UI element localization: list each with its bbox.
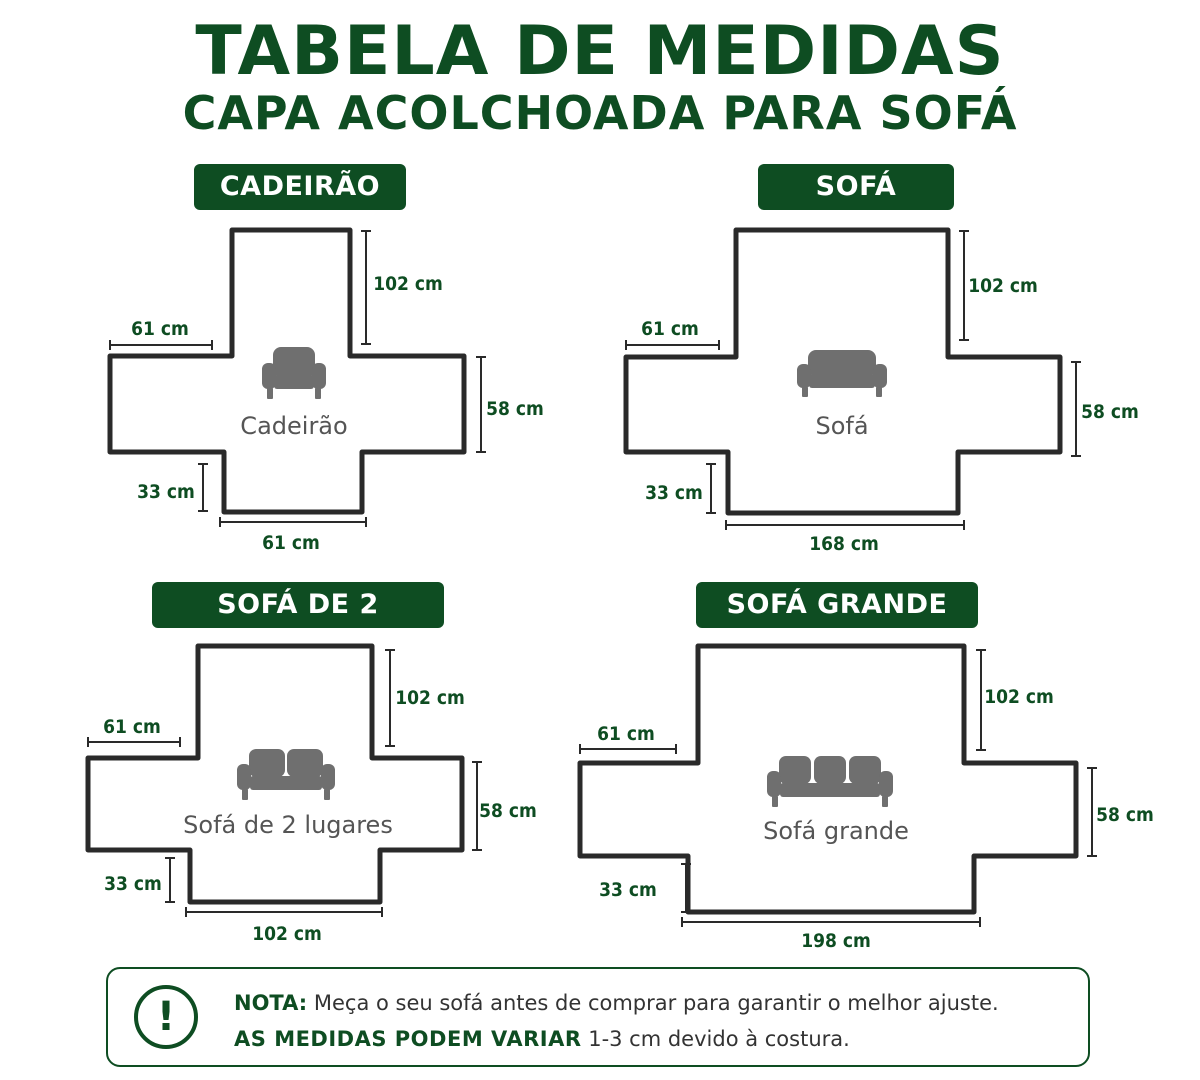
dim-cadeirao-arm: 61 cm — [131, 318, 189, 340]
dimline-2lugares-depth — [472, 761, 482, 851]
dim-2lugares-skirt: 33 cm — [104, 873, 162, 895]
dimline-grande-skirt — [681, 863, 691, 913]
dim-cadeirao-depth: 58 cm — [486, 398, 544, 420]
sofa-icon — [797, 350, 887, 397]
dim-2lugares-depth: 58 cm — [479, 800, 537, 822]
label-sofa: Sofá — [815, 412, 869, 440]
dimline-grande-arm — [579, 744, 677, 754]
armchair-icon — [262, 347, 326, 399]
dimension-lines — [87, 230, 1097, 927]
badge-sofa-2-lugares: SOFÁ DE 2 LUGARES — [152, 582, 444, 666]
dimline-2lugares-skirt — [165, 857, 175, 903]
note-box: ! NOTA: Meça o seu sofá antes de comprar… — [106, 967, 1090, 1067]
badge-sofa: SOFÁ — [758, 164, 954, 210]
dimline-2lugares-seat — [185, 907, 383, 917]
dimline-sofa-skirt — [706, 463, 716, 514]
note-text-1: Meça o seu sofá antes de comprar para ga… — [313, 991, 999, 1015]
note-text-2: 1-3 cm devido à costura. — [588, 1027, 850, 1051]
dim-sofa-backrest: 102 cm — [968, 275, 1038, 297]
dim-grande-arm: 61 cm — [597, 723, 655, 745]
dimline-sofa-arm — [625, 340, 720, 350]
note-emphasis: AS MEDIDAS PODEM VARIAR — [234, 1027, 582, 1051]
loveseat-icon — [237, 749, 335, 800]
outline-cadeirao — [107, 227, 467, 515]
dim-2lugares-backrest: 102 cm — [395, 687, 465, 709]
dim-grande-depth: 58 cm — [1096, 804, 1154, 826]
badge-sofa-grande: SOFÁ GRANDE — [696, 582, 978, 628]
note-line-2: AS MEDIDAS PODEM VARIAR 1-3 cm devido à … — [234, 1027, 850, 1051]
label-sofa-grande: Sofá grande — [763, 817, 909, 845]
dimline-grande-seat — [681, 917, 981, 927]
outline-sofa-2-lugares — [85, 643, 465, 905]
dimline-sofa-depth — [1071, 361, 1081, 457]
badge-cadeirao: CADEIRÃO — [194, 164, 406, 210]
label-cadeirao: Cadeirão — [240, 412, 348, 440]
dimline-sofa-backrest — [959, 230, 969, 341]
dimline-cadeirao-backrest — [361, 230, 371, 345]
dim-grande-seat: 198 cm — [801, 930, 871, 952]
dimline-cadeirao-arm — [109, 340, 213, 350]
dimline-sofa-seat — [725, 520, 965, 530]
dim-sofa-depth: 58 cm — [1081, 401, 1139, 423]
dimline-cadeirao-skirt — [198, 463, 208, 512]
label-sofa-2-lugares: Sofá de 2 lugares — [183, 811, 393, 839]
dimline-2lugares-backrest — [385, 649, 395, 747]
dim-cadeirao-skirt: 33 cm — [137, 481, 195, 503]
outline-sofa — [623, 227, 1063, 516]
note-label: NOTA: — [234, 991, 308, 1015]
dim-grande-skirt: 33 cm — [599, 879, 657, 901]
page-subtitle: CAPA ACOLCHOADA PARA SOFÁ — [182, 86, 1018, 140]
dim-sofa-seat: 168 cm — [809, 533, 879, 555]
outline-sofa-grande — [577, 643, 1079, 915]
dim-sofa-skirt: 33 cm — [645, 482, 703, 504]
dimline-grande-backrest — [976, 649, 986, 751]
dimline-cadeirao-seat — [219, 517, 367, 527]
dimline-cadeirao-depth — [476, 356, 486, 453]
dim-grande-backrest: 102 cm — [984, 686, 1054, 708]
dim-2lugares-seat: 102 cm — [252, 923, 322, 945]
dimline-grande-depth — [1087, 767, 1097, 857]
dim-cadeirao-seat: 61 cm — [262, 532, 320, 554]
dimline-2lugares-arm — [87, 737, 181, 747]
dim-2lugares-arm: 61 cm — [103, 716, 161, 738]
large-sofa-icon — [767, 756, 893, 807]
note-line-1: NOTA: Meça o seu sofá antes de comprar p… — [234, 991, 999, 1015]
page-title: TABELA DE MEDIDAS — [195, 12, 1005, 91]
exclamation-icon: ! — [134, 985, 198, 1049]
dim-sofa-arm: 61 cm — [641, 318, 699, 340]
dim-cadeirao-backrest: 102 cm — [373, 273, 443, 295]
